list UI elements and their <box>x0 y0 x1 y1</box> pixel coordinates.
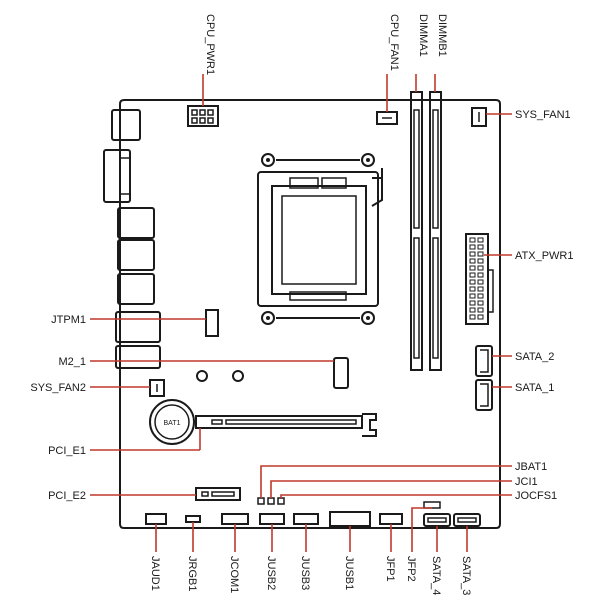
label-m2-1: M2_1 <box>58 356 86 368</box>
jfp1-header <box>379 513 403 525</box>
label-sys-fan1: SYS_FAN1 <box>515 109 571 121</box>
atx-pin <box>469 314 476 320</box>
label-jfp2: JFP2 <box>405 556 417 582</box>
label-dimmb1: DIMMB1 <box>436 14 448 57</box>
label-jusb2: JUSB2 <box>265 556 277 590</box>
atx-pin <box>477 279 484 285</box>
m2-1-slot <box>196 357 349 389</box>
label-sata-3: SATA_3 <box>460 556 472 595</box>
board-outline <box>119 99 501 529</box>
atx-pin <box>477 300 484 306</box>
pci-e1-slot <box>195 413 377 437</box>
atx-pin <box>469 300 476 306</box>
label-jcom1: JCOM1 <box>228 556 240 593</box>
label-dimma1: DIMMA1 <box>417 14 429 57</box>
atx-pin <box>477 272 484 278</box>
jusb1-header <box>329 511 371 527</box>
atx-pin <box>469 272 476 278</box>
cpu-fan1-connector <box>376 111 398 125</box>
label-sata-2: SATA_2 <box>515 351 554 363</box>
jrgb1-header <box>185 515 201 523</box>
atx-pin <box>477 251 484 257</box>
rear-io-panel <box>103 109 161 369</box>
bat1-battery: BAT1 <box>149 399 195 445</box>
atx-pin <box>469 244 476 250</box>
label-jci1: JCI1 <box>515 476 538 488</box>
label-jocfs1: JOCFS1 <box>515 490 557 502</box>
label-jrgb1: JRGB1 <box>186 556 198 591</box>
atx-pin <box>469 265 476 271</box>
atx-pin <box>477 307 484 313</box>
callout-lines <box>90 74 512 552</box>
sys-fan1-connector <box>471 107 487 127</box>
label-pci-e2: PCI_E2 <box>48 490 86 502</box>
label-sys-fan2: SYS_FAN2 <box>30 382 86 394</box>
atx-pin <box>477 258 484 264</box>
atx-pin <box>469 293 476 299</box>
label-jfp1: JFP1 <box>384 556 396 582</box>
pci-e2-slot <box>195 487 241 501</box>
atx-pin <box>477 314 484 320</box>
atx-pin <box>477 265 484 271</box>
atx-pin <box>477 244 484 250</box>
label-sata-1: SATA_1 <box>515 382 554 394</box>
jbat1-jci1-jocfs1-headers <box>257 497 285 505</box>
label-sata-4: SATA_4 <box>430 556 442 595</box>
label-jusb3: JUSB3 <box>299 556 311 590</box>
atx-pin <box>469 279 476 285</box>
label-cpu-pwr1: CPU_PWR1 <box>204 14 216 75</box>
sys-fan2-connector <box>149 379 165 397</box>
label-jtpm1: JTPM1 <box>51 314 86 326</box>
label-jusb1: JUSB1 <box>343 556 355 590</box>
jusb2-header <box>259 513 285 525</box>
atx-pin <box>477 286 484 292</box>
atx-pin <box>469 237 476 243</box>
atx-pin <box>469 286 476 292</box>
label-jaud1: JAUD1 <box>149 556 161 591</box>
jfp2-header <box>423 501 441 509</box>
sata-3-port <box>453 513 481 527</box>
jcom1-header <box>221 513 249 525</box>
sata-1-port <box>475 379 493 411</box>
cpu-pwr1-connector <box>187 105 219 127</box>
atx-pin <box>469 258 476 264</box>
jtpm1-header <box>205 309 219 337</box>
cpu-socket <box>257 153 383 325</box>
atx-pin <box>477 293 484 299</box>
sata-2-port <box>475 345 493 377</box>
sata-4-port <box>423 513 451 527</box>
battery-label: BAT1 <box>164 420 181 427</box>
atx-pin <box>477 237 484 243</box>
jusb3-header <box>293 513 319 525</box>
atx-pwr1-connector <box>465 233 494 325</box>
label-pci-e1: PCI_E1 <box>48 445 86 457</box>
atx-pin <box>469 307 476 313</box>
label-cpu-fan1: CPU_FAN1 <box>388 14 400 71</box>
jaud1-header <box>145 513 167 525</box>
dimm-slots <box>410 91 442 371</box>
atx-pin <box>469 251 476 257</box>
label-atx-pwr1: ATX_PWR1 <box>515 250 573 262</box>
label-jbat1: JBAT1 <box>515 461 547 473</box>
